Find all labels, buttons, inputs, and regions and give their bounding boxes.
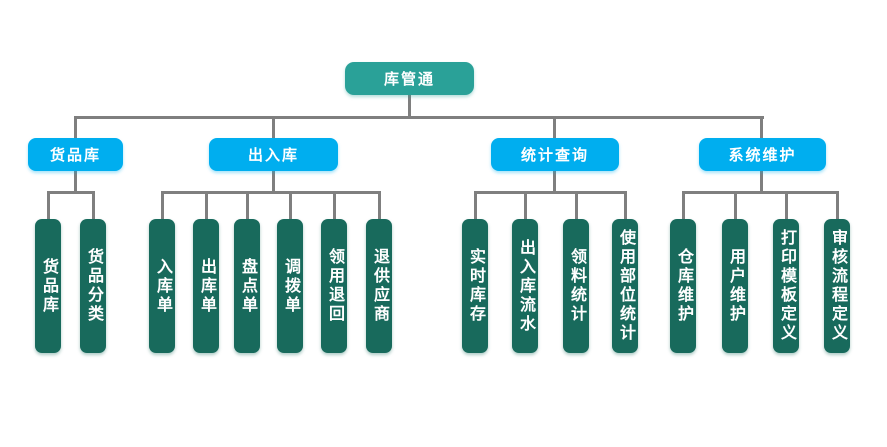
connector [553,116,556,139]
leaf-node-goods-library: 货品库 [35,219,61,353]
leaf-node-label: 盘点单 [239,257,256,315]
connector [75,116,764,119]
connector [624,191,627,220]
connector [553,171,556,193]
leaf-node-user-maintenance: 用户维护 [722,219,748,353]
branch-node-label: 统计查询 [520,147,589,164]
leaf-node-label: 仓库维护 [675,248,692,324]
connector [474,191,627,194]
branch-node-label: 出入库 [247,147,299,164]
leaf-node-label: 用户维护 [727,248,744,324]
branch-node-goods: 货品库 [28,138,123,171]
connector [92,191,95,220]
leaf-node-label: 实时库存 [467,248,484,324]
connector [333,191,336,220]
branch-node-maintenance: 系统维护 [699,138,826,171]
connector [524,191,527,220]
leaf-node-label: 退供应商 [371,248,388,324]
connector [161,191,164,220]
leaf-node-print-template: 打印模板定义 [773,219,799,353]
leaf-node-return-to-supplier: 退供应商 [366,219,392,353]
connector [836,191,839,220]
leaf-node-requisition-return: 领用退回 [321,219,347,353]
branch-node-inout: 出入库 [209,138,338,171]
leaf-node-audit-workflow: 审核流程定义 [824,219,850,353]
root-node: 库管通 [345,62,474,95]
leaf-node-inbound-order: 入库单 [149,219,175,353]
leaf-node-stocktake-order: 盘点单 [234,219,260,353]
connector [760,171,763,193]
leaf-node-label: 出入库流水 [517,238,534,334]
leaf-node-label: 使用部位统计 [617,229,634,343]
leaf-node-inout-flow: 出入库流水 [512,219,538,353]
leaf-node-material-stats: 领料统计 [563,219,589,353]
leaf-node-label: 货品库 [40,257,57,315]
connector [74,171,77,193]
connector [272,171,275,193]
leaf-node-usage-location-stats: 使用部位统计 [612,219,638,353]
leaf-node-realtime-inventory: 实时库存 [462,219,488,353]
connector [47,191,50,220]
connector [161,191,380,194]
branch-node-label: 货品库 [49,147,101,164]
connector [760,116,763,139]
connector [575,191,578,220]
leaf-node-label: 入库单 [154,257,171,315]
branch-node-label: 系统维护 [728,147,797,164]
connector [47,191,95,194]
leaf-node-label: 调拨单 [282,257,299,315]
connector [205,191,208,220]
leaf-node-label: 货品分类 [85,248,102,324]
connector [734,191,737,220]
connector [74,116,77,139]
leaf-node-label: 出库单 [198,257,215,315]
leaf-node-outbound-order: 出库单 [193,219,219,353]
connector [246,191,249,220]
connector [682,191,685,220]
leaf-node-label: 领用退回 [326,248,343,324]
leaf-node-transfer-order: 调拨单 [277,219,303,353]
branch-node-stats: 统计查询 [491,138,619,171]
connector [785,191,788,220]
connector [289,191,292,220]
root-node-label: 库管通 [383,71,435,88]
leaf-node-label: 打印模板定义 [778,229,795,343]
connector [272,116,275,139]
leaf-node-label: 领料统计 [568,248,585,324]
leaf-node-label: 审核流程定义 [829,229,846,343]
connector [474,191,477,220]
connector [408,94,411,118]
leaf-node-goods-category: 货品分类 [80,219,106,353]
connector [378,191,381,220]
connector [682,191,838,194]
leaf-node-warehouse-maintenance: 仓库维护 [670,219,696,353]
